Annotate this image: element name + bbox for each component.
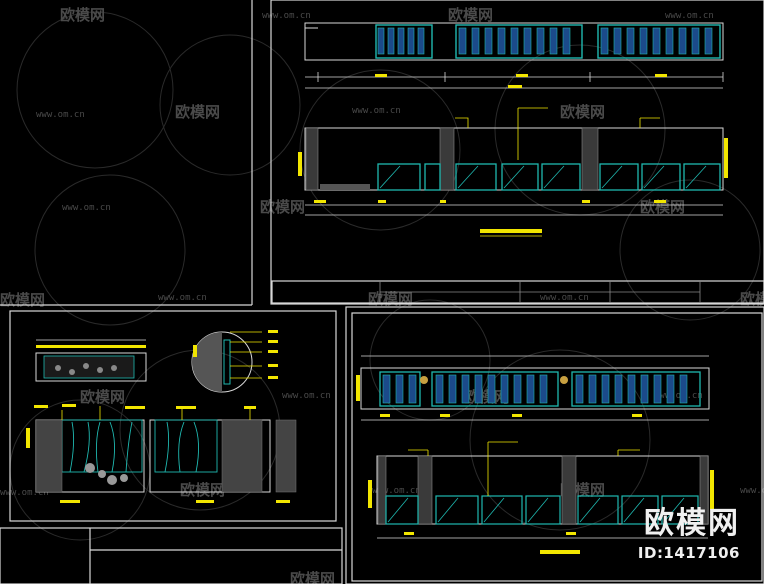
watermark-url: www.om.cn [36, 110, 85, 120]
elevation-top-2 [298, 107, 728, 237]
plan-detail [35, 339, 147, 382]
watermark-brand: 欧模网 [175, 103, 220, 121]
watermark-brand: 欧模网 [260, 198, 305, 216]
watermark-url: www.om.cn [282, 391, 331, 401]
watermark-url: www.om.cn [262, 11, 311, 21]
watermark-url: www.om.cn [158, 293, 207, 303]
elevation-left [26, 404, 297, 503]
watermark-brand: 欧模网 [290, 570, 335, 584]
watermark-url: www.om.cn [740, 486, 764, 496]
watermark-url: www.om.cn [372, 486, 421, 496]
title-block-top [379, 281, 701, 303]
watermark-brand: 欧模网 [448, 6, 493, 24]
elevation-bottom-2 [368, 441, 714, 554]
watermark-brand: 欧模网 [80, 388, 125, 406]
watermark-url: www.om.cn [654, 391, 703, 401]
watermark-brand: 欧模网 [640, 198, 685, 216]
watermark-url: www.om.cn [352, 106, 401, 116]
cabinet-doors [377, 163, 721, 191]
overlay-brand: 欧模网 [644, 506, 740, 541]
watermark-brand: 欧模网 [740, 290, 764, 308]
brand-overlay: 欧模网 ID:1417106 [637, 506, 740, 563]
watermark-brand: 欧模网 [180, 481, 225, 499]
watermark-brand: 欧模网 [60, 6, 105, 24]
watermark-url: www.om.cn [665, 11, 714, 21]
watermark-brand: 欧模网 [368, 290, 413, 308]
elevation-bottom-1 [356, 355, 710, 421]
watermark-url: www.om.cn [0, 488, 49, 498]
watermark-brand: 欧模网 [0, 291, 45, 309]
watermark-url: www.om.cn [62, 203, 111, 213]
overlay-id: ID:1417106 [637, 544, 740, 562]
round-section-detail [191, 330, 278, 393]
elevation-top-1 [304, 22, 724, 89]
watermark-brand: 欧模网 [560, 103, 605, 121]
cabinet-panels [375, 24, 721, 59]
watermark-url: www.om.cn [540, 293, 589, 303]
